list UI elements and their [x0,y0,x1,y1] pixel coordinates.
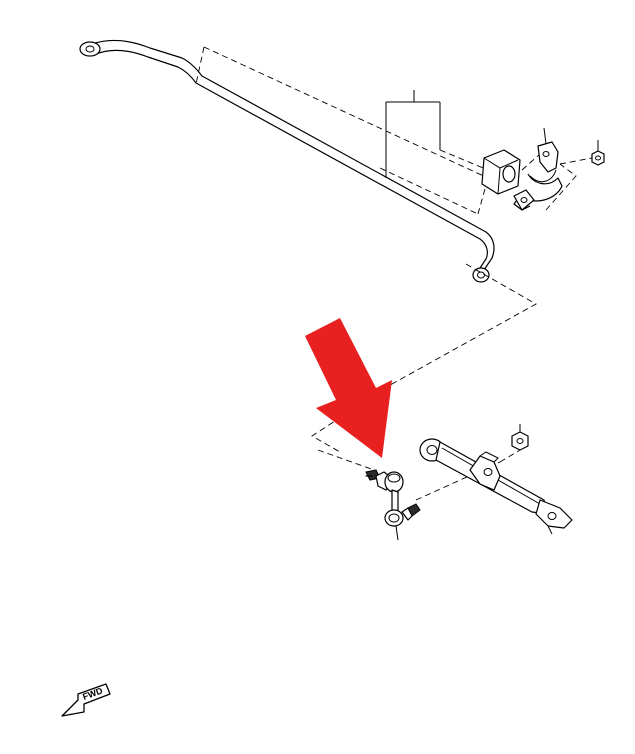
bar-right-eye [472,267,490,283]
fwd-direction-badge: FWD [61,683,111,717]
stabilizer-bar [79,39,495,283]
stabilizer-bushing [481,149,521,195]
highlight-arrow [305,318,392,458]
bushing-bracket [513,127,563,211]
bracket-nut [591,140,605,166]
red-arrow-icon [305,318,392,458]
fwd-arrow-icon [61,683,111,717]
link-nut [511,424,529,451]
stabilizer-link [365,469,421,541]
bar-left-eye [79,41,101,57]
callout-bracket [385,90,441,178]
lower-control-arm [419,438,573,535]
